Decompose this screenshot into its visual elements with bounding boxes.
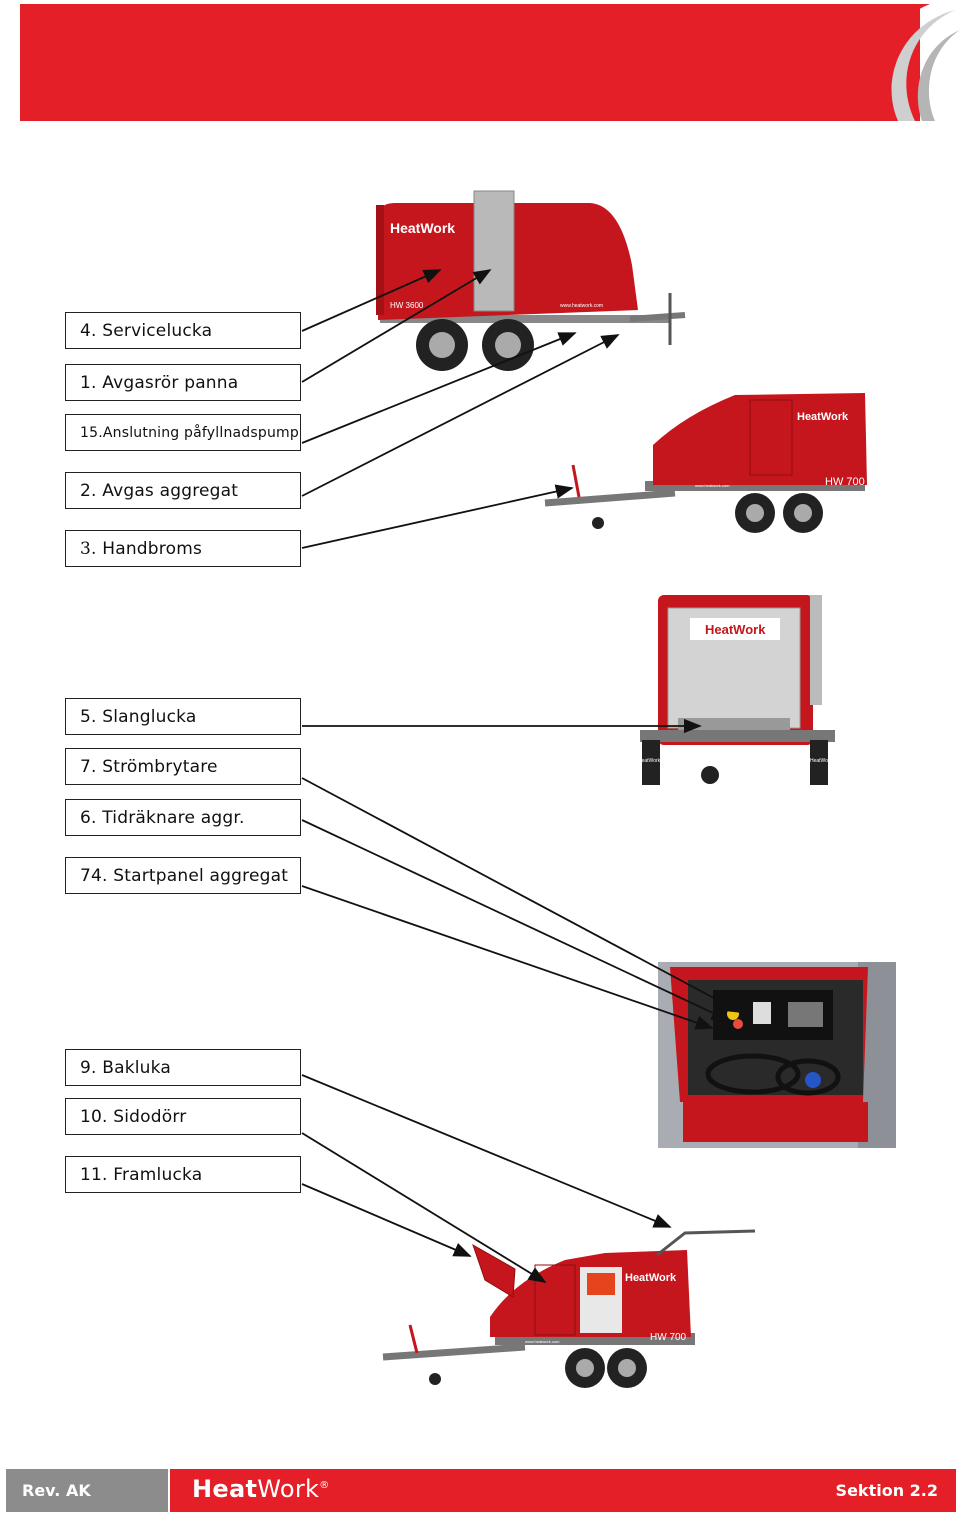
label-number: 6. (80, 807, 97, 828)
label-text: Strömbrytare (102, 756, 218, 777)
label-text: Avgasrör panna (102, 372, 239, 393)
trailer3-url: www.heatwork.com (525, 1339, 560, 1344)
label-number: 74. (80, 865, 108, 886)
label-startpanel-aggregat: 74. Startpanel aggregat (65, 857, 301, 894)
label-text: Bakluka (102, 1057, 172, 1078)
trailer2-brand: HeatWork (797, 411, 849, 423)
header-band (20, 4, 920, 121)
brand-bold: Heat (192, 1475, 258, 1503)
trailer1-url: www.heatwork.com (560, 303, 603, 309)
trailer-rear-image: HeatWork HeatWork HeatWork (638, 595, 835, 785)
footer-revision: Rev. AK (6, 1469, 168, 1512)
leader-handbroms (301, 484, 574, 549)
label-bakluka: 9. Bakluka (65, 1049, 301, 1086)
label-strombrytare: 7. Strömbrytare (65, 748, 301, 785)
trailer-hw3600-image: HeatWork HW 3600 www.heatwork.com (376, 190, 686, 371)
label-framlucka: 11. Framlucka (65, 1156, 301, 1193)
label-number: 9. (80, 1057, 97, 1078)
label-number: 4. (80, 320, 97, 341)
label-number: 11. (80, 1164, 108, 1185)
label-anslutning-pafyllnadspump: 15.Anslutning påfyllnadspump (65, 414, 301, 451)
trailer-open-doors-image: HeatWork HW 700 www.heatwork.com (382, 1229, 756, 1388)
label-text: Startpanel aggregat (113, 865, 289, 886)
label-number: 2. (80, 480, 97, 501)
label-text: Servicelucka (102, 320, 213, 341)
revision-text: Rev. AK (22, 1481, 91, 1500)
label-number: 15. (80, 424, 103, 441)
leader-bakluka (301, 1074, 672, 1228)
trailer1-brand: HeatWork (390, 220, 455, 236)
label-handbroms: 3. Handbroms (65, 530, 301, 567)
label-text: Handbroms (102, 538, 203, 559)
control-panel-image (658, 962, 896, 1148)
label-text: Anslutning påfyllnadspump (102, 424, 299, 441)
rear-mudflap-right: HeatWork (810, 758, 833, 764)
footer-bar: HeatWork® Sektion 2.2 (170, 1469, 956, 1512)
label-avgasror-panna: 1. Avgasrör panna (65, 364, 301, 401)
brand-thin: Work (257, 1475, 320, 1503)
header-swoosh-logo (830, 4, 960, 121)
trailer3-brand: HeatWork (625, 1272, 677, 1284)
trailer1-model: HW 3600 (390, 301, 424, 310)
brand-mark: ® (319, 1480, 330, 1491)
label-text: Avgas aggregat (102, 480, 239, 501)
footer-section-number: Sektion 2.2 (835, 1481, 938, 1500)
trailer3-model: HW 700 (650, 1332, 687, 1343)
label-number: 5. (80, 706, 97, 727)
label-text: Framlucka (113, 1164, 203, 1185)
rear-brand: HeatWork (705, 622, 766, 637)
label-avgas-aggregat: 2. Avgas aggregat (65, 472, 301, 509)
label-slanglucka: 5. Slanglucka (65, 698, 301, 735)
trailer-hw700-image: HeatWork HW 700 www.heatwork.com (544, 393, 867, 533)
label-tidraknare: 6. Tidräknare aggr. (65, 799, 301, 836)
trailer2-url: www.heatwork.com (695, 483, 730, 488)
label-number: 1. (80, 372, 97, 393)
label-text: Sidodörr (113, 1106, 187, 1127)
label-number: 3. (80, 538, 97, 559)
label-text: Slanglucka (102, 706, 197, 727)
footer-brand-logo: HeatWork® (192, 1475, 330, 1503)
label-servicelucka: 4. Servicelucka (65, 312, 301, 349)
label-number: 10. (80, 1106, 108, 1127)
trailer2-model: HW 700 (825, 476, 865, 488)
leader-startpanel-aggregat (301, 885, 714, 1030)
rear-mudflap-left: HeatWork (638, 758, 661, 764)
label-sidodorr: 10. Sidodörr (65, 1098, 301, 1135)
label-number: 7. (80, 756, 97, 777)
label-text: Tidräknare aggr. (102, 807, 245, 828)
